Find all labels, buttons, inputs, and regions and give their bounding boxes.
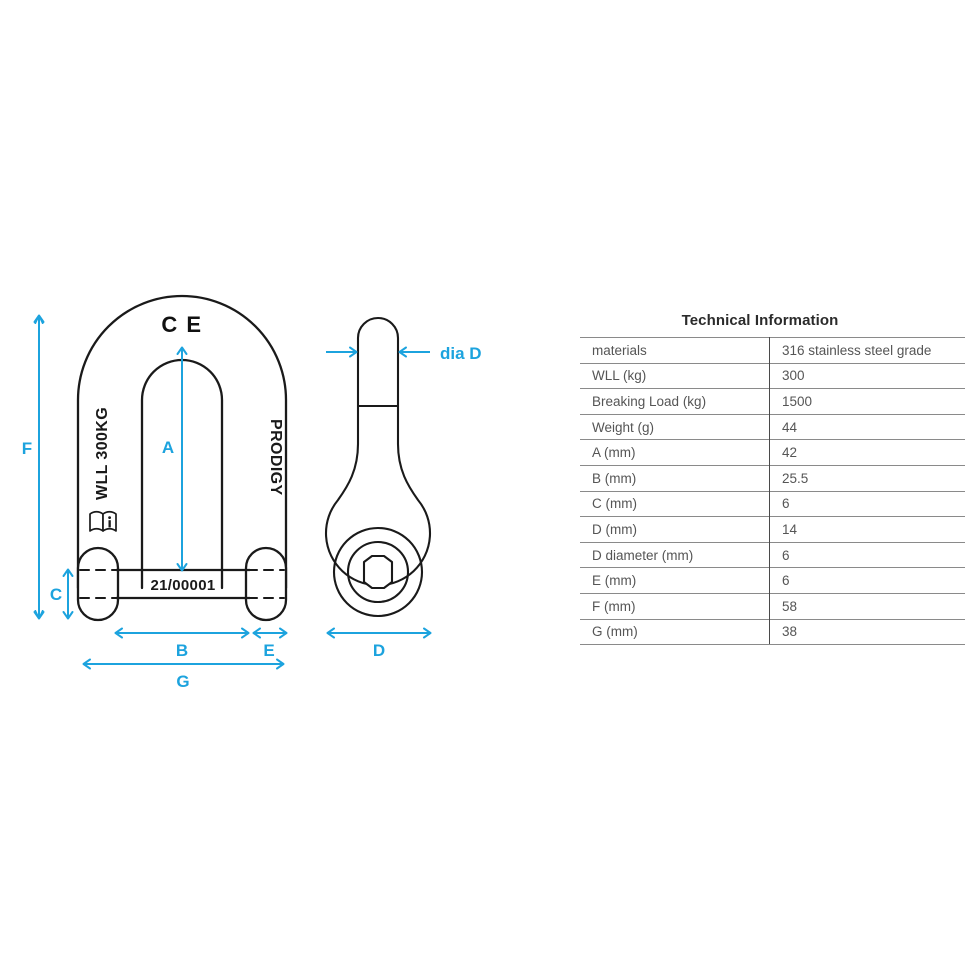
spec-label-cell: Weight (g) [580,413,770,440]
table-row: Weight (g)44 [580,413,965,440]
dimension-label-A: A [162,438,174,457]
dimension-E: E [252,627,288,660]
table-row: B (mm)25.5 [580,464,965,492]
dimension-B: B [114,627,250,660]
ce-mark: C E [161,312,202,337]
spec-label-cell: WLL (kg) [580,362,770,389]
hexagon-socket-icon [362,554,394,590]
table-row: G (mm)38 [580,618,965,646]
table-row: D (mm)14 [580,516,965,543]
table-row: Breaking Load (kg)1500 [580,388,965,415]
wll-mark: WLL 300KG [94,407,111,500]
spec-value-cell: 1500 [769,388,965,415]
spec-value-cell: 25.5 [769,464,965,492]
serial-mark: 21/00001 [151,577,216,594]
dimension-F: F [22,314,45,620]
spec-value-cell: 300 [769,362,965,389]
dimension-label-B: B [176,641,188,660]
dimension-diaD: dia D [326,344,482,363]
dimension-C: C [50,568,74,620]
spec-label-cell: D (mm) [580,516,770,543]
table-row: WLL (kg)300 [580,362,965,389]
spec-table-title: Technical Information [681,312,839,329]
spec-value-cell: 44 [769,413,965,440]
table-row: C (mm)6 [580,490,965,517]
spec-label-cell: materials [580,337,770,364]
spec-value-cell: 6 [769,490,965,517]
dimension-label-C: C [50,585,62,604]
dimension-G: G [82,658,285,691]
spec-label-cell: E (mm) [580,567,770,594]
table-row: D diameter (mm)6 [580,541,965,568]
spec-label-cell: A (mm) [580,439,770,466]
table-row: F (mm)58 [580,592,965,620]
pin-side-outline [324,317,432,618]
dimension-D: D [326,627,432,660]
table-row: E (mm)6 [580,567,965,594]
spec-value-cell: 6 [769,567,965,594]
dimension-label-G: G [176,672,189,691]
brand-mark: PRODIGY [267,419,284,496]
spec-label-cell: Breaking Load (kg) [580,388,770,415]
dimension-label-E: E [263,641,274,660]
spec-label-cell: B (mm) [580,464,770,492]
spec-label-cell: D diameter (mm) [580,541,770,568]
dimension-A: A [162,346,188,572]
spec-value-cell: 6 [769,541,965,568]
dimension-label-D: D [373,641,385,660]
dimension-label-diaD: dia D [440,344,482,363]
shackle-left-eye [76,546,120,622]
dimension-label-F: F [22,439,32,458]
spec-value-cell: 58 [769,592,965,620]
spec-value-cell: 14 [769,516,965,543]
spec-label-cell: F (mm) [580,592,770,620]
spec-label-cell: C (mm) [580,490,770,517]
spec-value-cell: 316 stainless steel grade [769,337,965,364]
shackle-right-eye [244,546,288,622]
spec-value-cell: 42 [769,439,965,466]
spec-value-cell: 38 [769,618,965,646]
spec-label-cell: G (mm) [580,618,770,646]
book-info-icon [89,510,117,532]
table-row: A (mm)42 [580,439,965,466]
